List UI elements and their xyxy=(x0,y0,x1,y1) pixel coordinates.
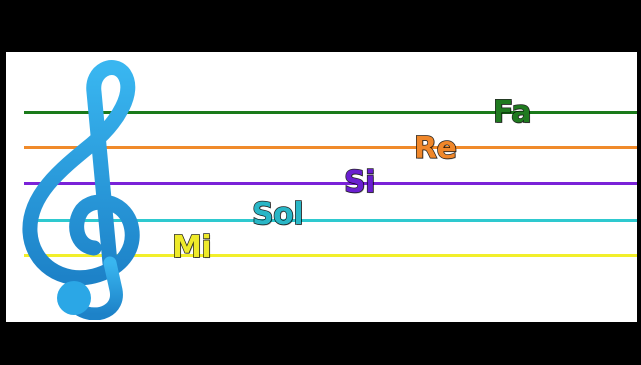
note-label-fa: Fa xyxy=(492,95,532,130)
staff-line-sol xyxy=(24,219,637,222)
note-label-sol: Sol xyxy=(251,197,304,232)
staff-line-re xyxy=(24,146,637,149)
letterbox-top xyxy=(0,0,641,52)
staff-line-mi xyxy=(24,254,637,257)
treble-clef-icon xyxy=(22,60,140,320)
note-label-si: Si xyxy=(343,165,376,200)
music-staff-canvas: Fa Re Si Sol Mi xyxy=(6,52,637,322)
letterbox-bottom xyxy=(0,322,641,365)
staff-line-si xyxy=(24,182,637,185)
note-label-mi: Mi xyxy=(171,230,212,265)
staff-line-fa xyxy=(24,111,637,114)
note-label-re: Re xyxy=(413,131,457,166)
